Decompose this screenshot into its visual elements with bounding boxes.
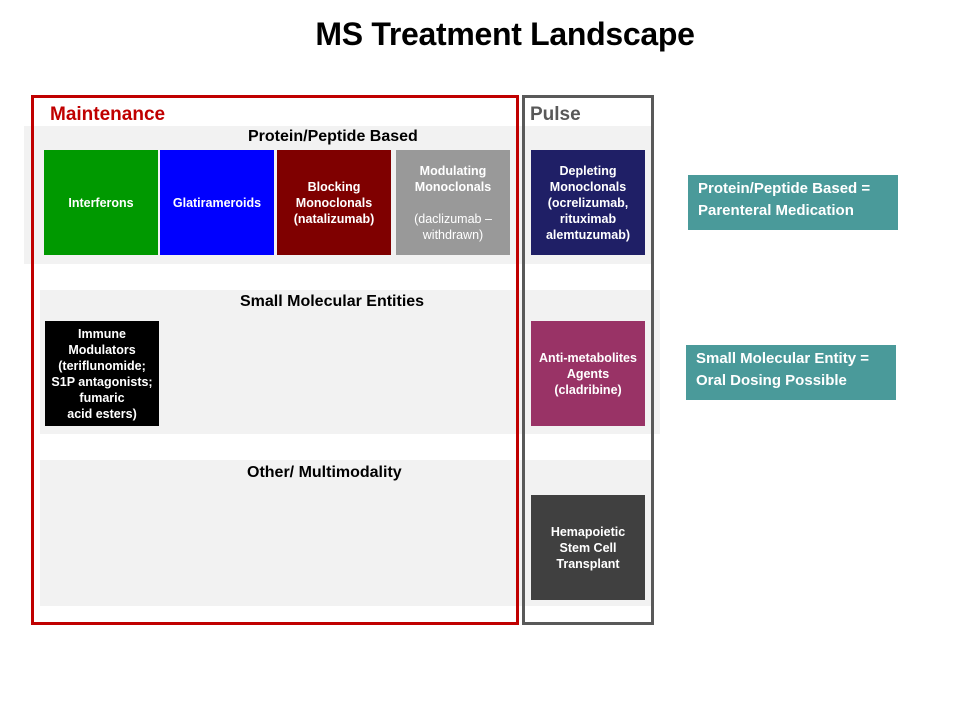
stem-cell-transplant-label: Hemapoietic Stem Cell Transplant [550, 524, 626, 571]
anti-metabolites-box: Anti-metabolites Agents (cladribine) [531, 321, 645, 426]
band-label-other: Other/ Multimodality [247, 464, 402, 481]
maintenance-frame [31, 95, 519, 625]
small-molecule-note: Small Molecular Entity = Oral Dosing Pos… [686, 345, 896, 400]
immune-modulators-label: Immune Modulators (teriflunomide; S1P an… [51, 326, 153, 421]
interferons-box: Interferons [44, 150, 158, 255]
modulating-monoclonals-note: (daclizumab – withdrawn) [414, 211, 492, 242]
glatirameroids-box: Glatirameroids [160, 150, 274, 255]
modulating-monoclonals-box: Modulating Monoclonals (daclizumab – wit… [396, 150, 510, 255]
pulse-label: Pulse [530, 104, 581, 125]
pulse-frame [522, 95, 654, 625]
depleting-monoclonals-label: Depleting Monoclonals (ocrelizumab, ritu… [545, 163, 631, 242]
maintenance-label: Maintenance [50, 104, 166, 125]
band-label-small: Small Molecular Entities [240, 293, 425, 310]
blocking-monoclonals-label: Blocking Monoclonals (natalizumab) [293, 179, 375, 226]
modulating-monoclonals-label: Modulating Monoclonals [414, 163, 492, 194]
page-title: MS Treatment Landscape [315, 16, 695, 52]
interferons-label: Interferons [68, 195, 134, 210]
immune-modulators-box: Immune Modulators (teriflunomide; S1P an… [45, 321, 159, 426]
protein-note: Protein/Peptide Based = Parenteral Medic… [688, 175, 898, 230]
glatirameroids-label: Glatirameroids [172, 195, 262, 210]
stem-cell-transplant-box: Hemapoietic Stem Cell Transplant [531, 495, 645, 600]
band-label-protein: Protein/Peptide Based [248, 128, 418, 145]
anti-metabolites-label: Anti-metabolites Agents (cladribine) [539, 350, 637, 397]
blocking-monoclonals-box: Blocking Monoclonals (natalizumab) [277, 150, 391, 255]
depleting-monoclonals-box: Depleting Monoclonals (ocrelizumab, ritu… [531, 150, 645, 255]
